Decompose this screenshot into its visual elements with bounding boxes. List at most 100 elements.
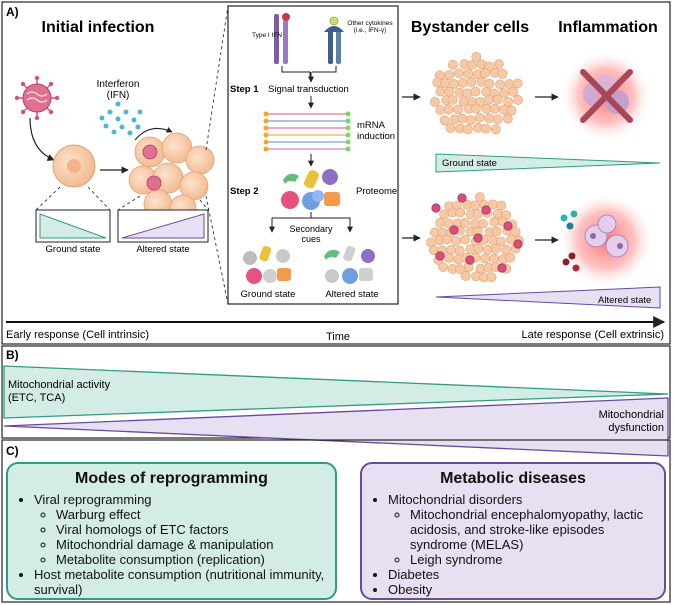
metabolite-consumption-item: Metabolite consumption (replication): [56, 552, 327, 567]
modes-of-reprogramming-box: Modes of reprogramming Viral reprogrammi…: [6, 462, 337, 600]
bystander-ground-state-label: Ground state: [442, 158, 497, 169]
bystander-cell: [470, 200, 480, 211]
bystander-cell: [489, 217, 500, 227]
late-response-label: Late response (Cell extrinsic): [522, 329, 664, 341]
proteome-label: Proteome: [356, 186, 397, 197]
bystander-cell: [471, 103, 481, 114]
bystander-cell: [447, 95, 458, 105]
bystander-cell: [435, 218, 446, 228]
bystander-cell: [470, 86, 481, 97]
inflammation-icon: [558, 192, 654, 288]
bystander-cell: [444, 86, 455, 97]
cytokine-receptor-icon: [324, 16, 344, 64]
initial-infection-title: Initial infection: [42, 19, 155, 36]
bystander-cell: [444, 70, 455, 81]
altered-proteome-icon: [324, 245, 375, 284]
bystander-cell: [481, 103, 492, 114]
melas-item: Mitochondrial encephalomyopathy, lactic …: [410, 507, 656, 552]
bystander-cell: [463, 68, 474, 79]
modes-title: Modes of reprogramming: [75, 470, 268, 487]
bystander-cells-altered-icon: [426, 192, 524, 283]
step1-label: Step 1: [230, 84, 259, 95]
bystander-cell: [466, 77, 477, 88]
virus-particle: [503, 221, 513, 231]
bystander-cell: [480, 253, 490, 264]
metabolic-diseases-box: Metabolic diseases Mitochondrial disorde…: [360, 462, 666, 600]
step2-label: Step 2: [230, 186, 259, 197]
interferon-label-line1: Interferon: [97, 79, 140, 90]
other-cytokines-label-line1: Other cytokines: [347, 20, 393, 27]
virus-particle: [473, 233, 483, 243]
virus-particle: [497, 263, 507, 273]
bystander-cell: [481, 123, 491, 134]
inset-ground-state-label: Ground state: [46, 244, 101, 255]
panel-c-frame: [1, 439, 671, 603]
bystander-cell: [457, 113, 468, 124]
bystander-cell: [439, 115, 450, 126]
bystander-cell: [465, 115, 476, 126]
mrna-strands-icon: [263, 111, 351, 152]
host-cell-icon: [52, 144, 96, 188]
bystander-cells-ground-icon: [429, 51, 523, 135]
bystander-cell: [482, 244, 493, 255]
bystander-cell: [484, 94, 494, 105]
bystander-cell: [457, 77, 468, 88]
signal-merge-lines: [281, 66, 337, 80]
viral-homologs-item: Viral homologs of ETC factors: [56, 522, 327, 537]
bystander-cell: [480, 68, 490, 79]
bystander-cell: [489, 253, 500, 264]
bystander-cell: [472, 209, 483, 219]
infected-cell-cluster-icon: [128, 127, 215, 222]
bystander-cell: [454, 245, 465, 256]
bystander-cell: [453, 104, 464, 115]
mito-disorders-item: Mitochondrial disorders Mitochondrial en…: [388, 492, 656, 567]
virus-particle: [513, 239, 523, 249]
bystander-cell: [512, 78, 523, 89]
zoom-lines: [35, 5, 229, 305]
bystander-cell: [493, 59, 504, 70]
bystander-cell: [501, 244, 511, 255]
bystander-cell: [454, 68, 464, 79]
interferon-molecules-icon: [99, 101, 143, 136]
virus-particle: [481, 205, 491, 215]
infection-arrow: [29, 117, 55, 161]
proteome-ground-state-label: Ground state: [241, 289, 296, 300]
bystander-cell: [455, 207, 466, 218]
bystander-cell: [441, 234, 452, 245]
early-response-label: Early response (Cell intrinsic): [6, 329, 149, 341]
bystander-cell: [474, 192, 485, 203]
bystander-cell: [490, 124, 501, 135]
panel-c-label: C): [6, 444, 19, 458]
ground-proteome-icon: [243, 245, 291, 284]
type1-ifn-label: Type I IFN: [252, 32, 282, 39]
bystander-cell: [435, 105, 446, 115]
inflammation-title: Inflammation: [558, 19, 658, 36]
virus-particle: [431, 203, 441, 213]
bystander-cell: [491, 243, 501, 254]
type1-ifn-receptor-icon: [274, 13, 290, 64]
viral-reprogramming-item: Viral reprogramming Warburg effect Viral…: [34, 492, 327, 567]
mitochondrial-dysfunction-line2: dysfunction: [608, 422, 664, 434]
bystander-cell: [503, 97, 514, 107]
bystander-cell: [438, 262, 449, 273]
diabetes-item: Diabetes: [388, 567, 656, 582]
bystander-altered-state-label: Altered state: [598, 295, 651, 306]
bystander-cell: [508, 87, 519, 97]
no-inflammation-icon: [560, 50, 652, 142]
bystander-cell: [486, 272, 497, 283]
ground-state-inset: [35, 209, 111, 243]
bystander-cell: [489, 103, 500, 114]
bystander-cell: [447, 59, 458, 70]
altered-state-inset: [117, 209, 209, 243]
bystander-cell: [510, 227, 521, 237]
bystander-cell: [495, 236, 506, 247]
bystander-cells-title: Bystander cells: [411, 19, 529, 36]
diseases-title: Metabolic diseases: [440, 470, 586, 487]
bystander-cell: [506, 105, 517, 116]
bystander-cell: [462, 88, 473, 99]
bystander-cell: [484, 113, 494, 124]
panel-a-label: A): [6, 5, 19, 19]
bystander-cell: [492, 94, 503, 105]
